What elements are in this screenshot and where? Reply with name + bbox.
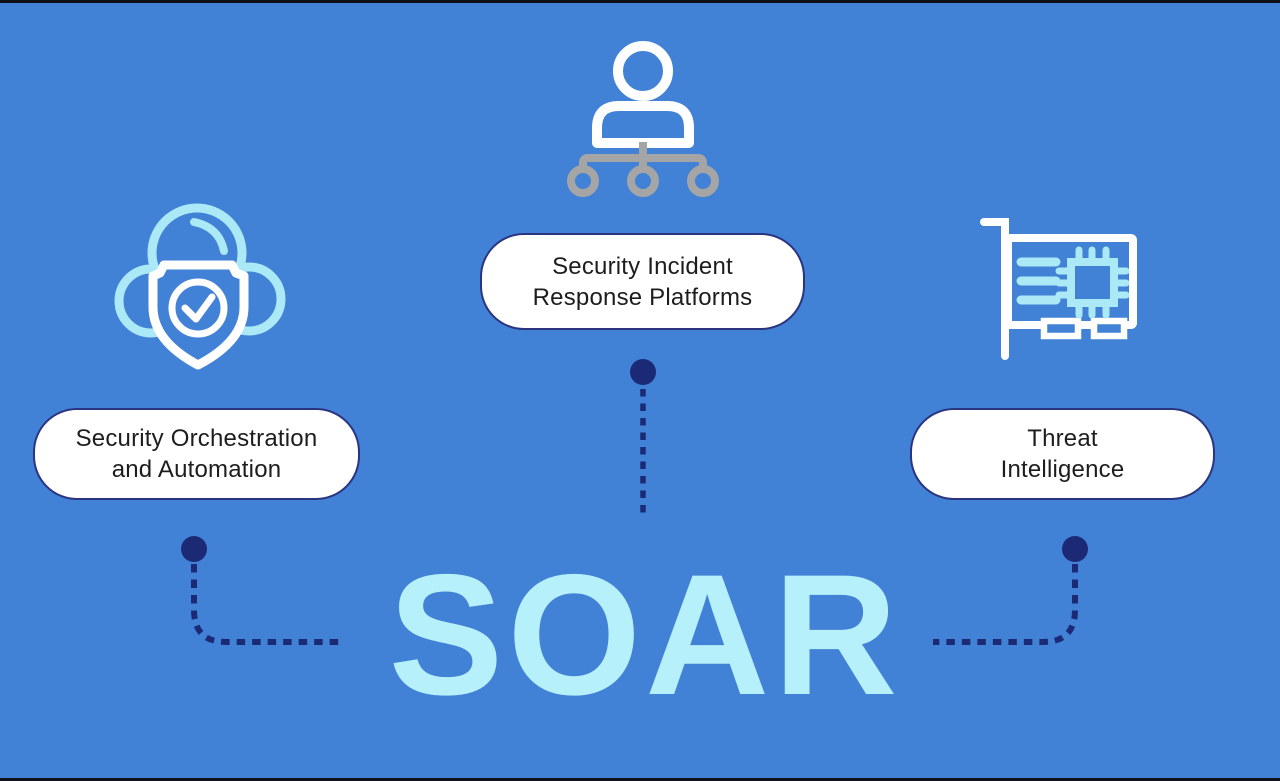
pill-line: Security Incident — [552, 252, 733, 280]
left-connector-dot — [181, 536, 207, 562]
pill-line: Threat — [1027, 425, 1098, 452]
label-threat-intelligence: Threat Intelligence — [910, 408, 1215, 500]
label-security-incident-response-platforms: Security Incident Response Platforms — [480, 233, 805, 330]
left-dashed-line — [191, 564, 339, 645]
bottom-letterbox-bar — [0, 778, 1280, 781]
center-connector-dot — [630, 359, 656, 385]
top-letterbox-bar — [0, 0, 1280, 3]
right-dashed-line — [933, 564, 1078, 645]
circuit-board-icon — [980, 218, 1137, 360]
pill-line: Security Orchestration — [75, 425, 318, 452]
pill-line: Intelligence — [1000, 456, 1125, 483]
pill-line: Response Platforms — [532, 283, 753, 311]
label-security-orchestration-automation: Security Orchestration and Automation — [33, 408, 360, 500]
cloud-shield-icon — [114, 203, 286, 370]
org-chart-person-icon — [567, 41, 719, 197]
right-connector-dot — [1062, 536, 1088, 562]
soar-title: SOAR — [388, 539, 902, 731]
pill-line: and Automation — [111, 456, 282, 483]
